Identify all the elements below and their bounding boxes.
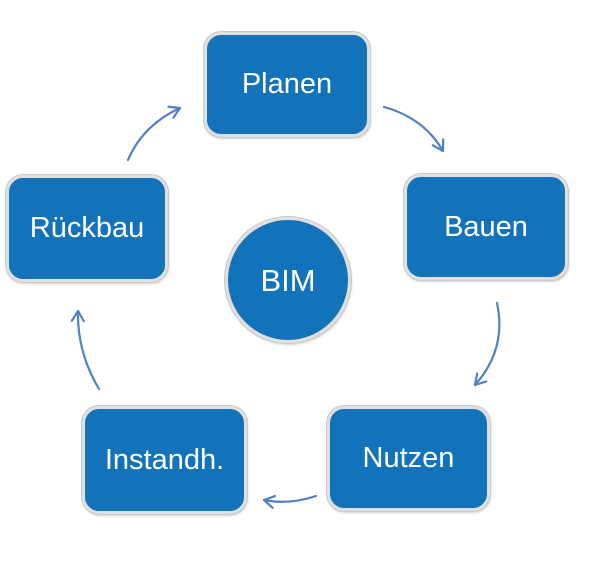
center-node-bim-label: BIM (260, 262, 316, 298)
node-nutzen-label: Nutzen (362, 442, 455, 474)
node-bauen-label: Bauen (444, 210, 528, 243)
node-rueckbau-label: Rückbau (29, 212, 145, 244)
arrow-planen-to-bauen (382, 105, 445, 153)
arrow-bauen-to-nutzen (473, 301, 501, 387)
node-instandh: Instandh. (82, 406, 247, 514)
node-nutzen: Nutzen (327, 406, 490, 511)
arrow-instandh-to-rueckbau (70, 309, 101, 391)
node-rueckbau: Rückbau (6, 175, 168, 282)
node-planen-label: Planen (241, 68, 333, 100)
node-instandh-label: Instandh. (104, 443, 225, 476)
arrow-rueckbau-to-planen (126, 105, 182, 162)
node-planen: Planen (204, 32, 370, 137)
node-bauen: Bauen (404, 174, 568, 280)
center-node-bim: BIM (225, 217, 351, 343)
arrow-nutzen-to-instandh (262, 494, 318, 509)
